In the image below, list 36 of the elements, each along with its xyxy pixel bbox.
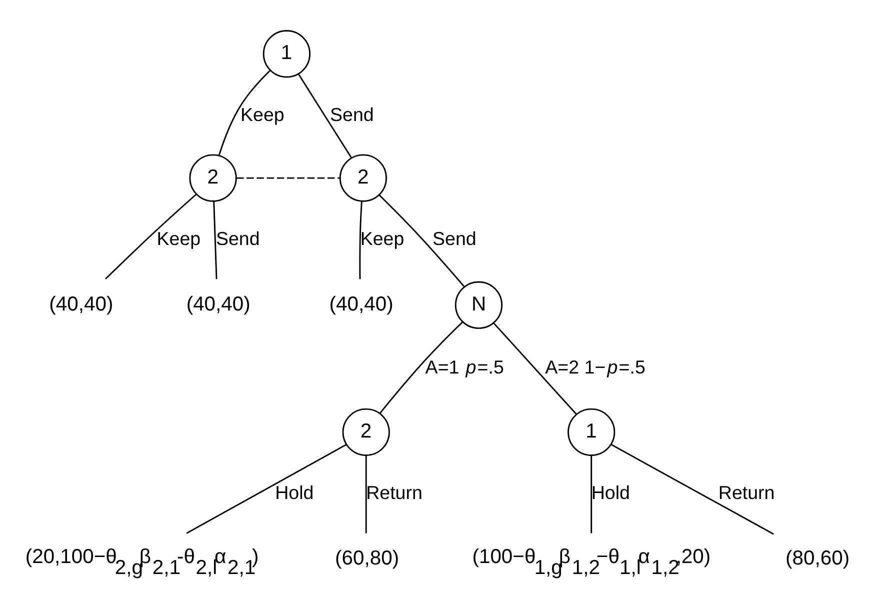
node-circle: 2 bbox=[342, 408, 390, 456]
node-text: (60,80) bbox=[335, 548, 400, 570]
node-text: (80,60) bbox=[786, 548, 850, 570]
connector bbox=[378, 194, 465, 287]
connector bbox=[213, 202, 218, 280]
connector bbox=[359, 201, 362, 280]
edge-label: Send bbox=[216, 228, 260, 250]
edge-label: Hold bbox=[275, 482, 314, 504]
edge-label: A=1 p=.5 bbox=[425, 356, 504, 378]
edge-label: A=2 1−p=.5 bbox=[545, 356, 646, 378]
connector bbox=[379, 322, 463, 414]
node-circle: N bbox=[454, 281, 503, 329]
edge-label: Return bbox=[718, 482, 775, 504]
edge-label: Send bbox=[330, 104, 374, 125]
node-circle: 2 bbox=[339, 154, 388, 202]
connector bbox=[493, 322, 577, 415]
edge-label: Keep bbox=[156, 228, 201, 250]
edge-label: Send bbox=[432, 228, 476, 250]
connector bbox=[105, 194, 197, 280]
connector bbox=[298, 74, 352, 158]
connector bbox=[186, 444, 347, 534]
node-circle: 1 bbox=[262, 30, 311, 78]
connector bbox=[590, 456, 592, 534]
connector bbox=[236, 177, 340, 179]
edge-label: Keep bbox=[360, 228, 404, 250]
node-text: (40,40) bbox=[49, 293, 114, 316]
connector bbox=[610, 444, 774, 535]
node-circle: 2 bbox=[189, 154, 237, 202]
connector bbox=[365, 456, 367, 534]
edge-label: Hold bbox=[591, 482, 630, 504]
edge-label: Return bbox=[366, 482, 422, 504]
node-text: (40,40) bbox=[186, 293, 250, 316]
edge-label: Keep bbox=[240, 104, 284, 125]
node-text: (40,40) bbox=[329, 293, 394, 316]
node-circle: 1 bbox=[568, 408, 616, 456]
connector bbox=[218, 70, 271, 156]
